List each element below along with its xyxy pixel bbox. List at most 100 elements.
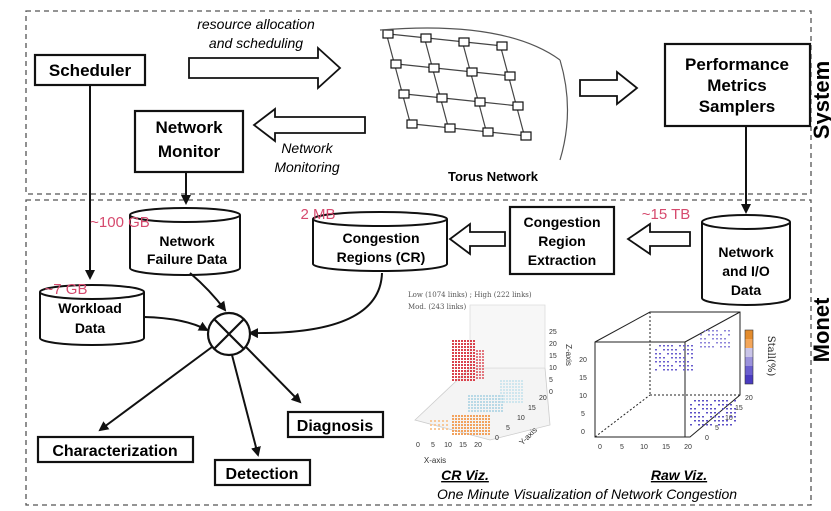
raw-point <box>734 400 736 402</box>
cr-voxel <box>506 395 508 397</box>
raw-point <box>710 404 712 406</box>
cr-voxel <box>482 424 484 426</box>
raw-point <box>675 353 677 355</box>
cr-voxel <box>473 370 475 372</box>
raw-x-tick: 15 <box>662 444 670 451</box>
raw-point <box>724 346 726 348</box>
cr-voxel <box>482 362 484 364</box>
cr-voxel <box>461 433 463 435</box>
raw-point <box>687 353 689 355</box>
cr-voxel <box>470 376 472 378</box>
cr-voxel <box>479 421 481 423</box>
raw-point <box>700 338 702 340</box>
cr-voxel <box>452 367 454 369</box>
cr-voxel <box>501 410 503 412</box>
cr-voxel <box>470 364 472 366</box>
cre-line-2: Region <box>538 233 585 249</box>
cr-voxel <box>430 424 432 426</box>
congestion-region-extraction-box <box>508 205 616 276</box>
raw-point <box>655 369 657 371</box>
resource-allocation-text-2: and scheduling <box>209 35 303 51</box>
cr-voxel <box>521 389 523 391</box>
raw-point <box>679 361 681 363</box>
raw-point <box>700 346 702 348</box>
cr-z-tick: 25 <box>549 329 557 336</box>
cr-voxel <box>461 430 463 432</box>
cr-voxel <box>470 352 472 354</box>
raw-point <box>712 338 714 340</box>
cr-voxel <box>512 398 514 400</box>
cre-line-1: Congestion <box>524 214 601 230</box>
cr-voxel <box>488 421 490 423</box>
cr-voxel <box>471 398 473 400</box>
raw-point <box>663 349 665 351</box>
samplers-line-3: Samplers <box>699 97 776 116</box>
cr-voxel <box>464 358 466 360</box>
cr-voxel <box>483 398 485 400</box>
cr-voxel <box>471 407 473 409</box>
cr-voxel <box>492 401 494 403</box>
raw-point <box>704 346 706 348</box>
raw-point <box>659 345 661 347</box>
cr-z-tick: 15 <box>549 353 557 360</box>
torus-node <box>406 119 418 129</box>
raw-x-tick: 10 <box>640 444 648 451</box>
cr-voxel <box>512 389 514 391</box>
raw-point <box>698 400 700 402</box>
cr-voxel <box>473 361 475 363</box>
cr-voxel <box>461 355 463 357</box>
cr-voxel <box>458 424 460 426</box>
cr-voxel <box>479 359 481 361</box>
cr-voxel <box>461 364 463 366</box>
cr-voxel <box>503 401 505 403</box>
cr-voxel <box>495 407 497 409</box>
raw-point <box>691 349 693 351</box>
raw-point <box>675 357 677 359</box>
raw-point <box>663 365 665 367</box>
cr-z-tick: 20 <box>549 341 557 348</box>
cr-voxel <box>479 350 481 352</box>
cr-voxel <box>442 420 444 422</box>
samplers-line-1: Performance <box>685 55 789 74</box>
cr-voxel <box>464 376 466 378</box>
cr-voxel <box>479 427 481 429</box>
cr-viz-legend-line-1: Low (1074 links) ; High (222 links) <box>408 291 532 299</box>
cr-voxel <box>476 365 478 367</box>
cr-voxel <box>495 410 497 412</box>
cr-voxel <box>458 430 460 432</box>
cr-voxel <box>476 362 478 364</box>
cr-voxel <box>464 427 466 429</box>
cr-voxel <box>470 358 472 360</box>
cr-voxel <box>483 401 485 403</box>
cr-voxel <box>474 404 476 406</box>
raw-point <box>714 416 716 418</box>
raw-point <box>728 346 730 348</box>
raw-point <box>726 404 728 406</box>
cr-voxel <box>470 370 472 372</box>
cr-voxel <box>464 424 466 426</box>
cr-voxel <box>442 428 444 430</box>
cr-voxel <box>452 376 454 378</box>
raw-point <box>679 365 681 367</box>
raw-point <box>675 361 677 363</box>
cr-voxel <box>485 424 487 426</box>
raw-point <box>663 345 665 347</box>
cr-voxel <box>482 427 484 429</box>
cr-voxel <box>470 340 472 342</box>
cr-voxel <box>515 398 517 400</box>
cr-voxel <box>455 358 457 360</box>
cr-voxel <box>474 407 476 409</box>
cr-voxel <box>434 424 436 426</box>
cr-voxel <box>461 373 463 375</box>
cr-voxel <box>501 404 503 406</box>
cr-voxel <box>476 374 478 376</box>
raw-point <box>694 408 696 410</box>
raw-point <box>663 361 665 363</box>
cr-voxel <box>452 352 454 354</box>
torus-node <box>512 101 524 111</box>
raw-point <box>702 420 704 422</box>
raw-point <box>730 408 732 410</box>
cr-voxel <box>518 401 520 403</box>
raw-point <box>690 424 692 426</box>
raw-point <box>712 330 714 332</box>
